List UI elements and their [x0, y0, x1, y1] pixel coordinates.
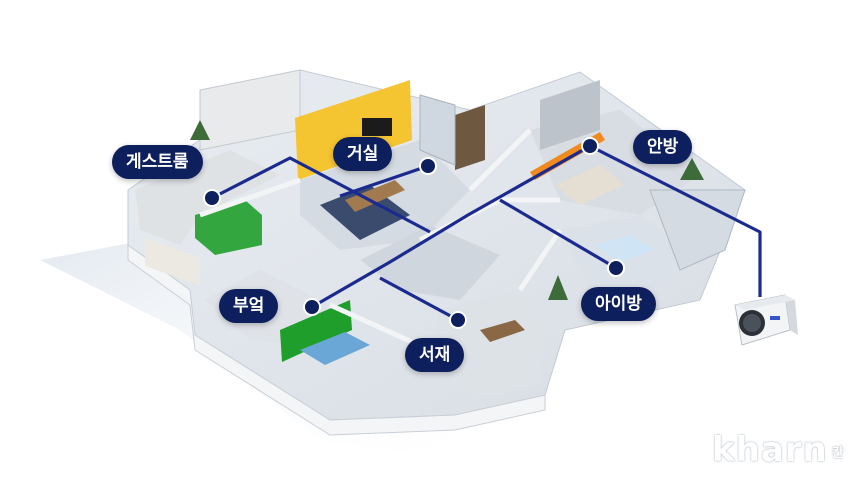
- dot-study: [449, 311, 467, 329]
- connection-points: [203, 137, 625, 329]
- guest-bed: [145, 237, 200, 286]
- label-living-room: 거실: [333, 137, 393, 171]
- label-master-bedroom: 안방: [633, 130, 693, 164]
- bookshelf: [455, 105, 485, 170]
- dot-kids-room: [607, 259, 625, 277]
- balcony-glass: [649, 189, 746, 271]
- master-bed: [555, 165, 625, 205]
- dot-kitchen: [303, 298, 321, 316]
- study-desk: [480, 320, 525, 342]
- logo-sub: 칸: [831, 446, 845, 461]
- line-master-bedroom: [589, 144, 762, 297]
- study-window: [419, 94, 456, 166]
- wardrobe: [540, 80, 600, 150]
- kitchen-island: [300, 332, 370, 365]
- kids-room-plant: [548, 275, 568, 300]
- dot-master-bedroom: [581, 137, 599, 155]
- dot-guest-room: [203, 189, 221, 207]
- guest-room-plant: [190, 120, 210, 140]
- dot-living-room: [419, 157, 437, 175]
- label-guest-room: 게스트룸: [112, 145, 203, 179]
- line-study: [379, 276, 459, 322]
- line-kitchen: [311, 144, 591, 309]
- logo-text: kharn: [712, 430, 828, 470]
- hallway: [360, 225, 500, 300]
- living-room-yellow-wall: [295, 80, 412, 180]
- outer-wall-front: [127, 244, 546, 436]
- kitchen-green-cabinet: [280, 300, 352, 362]
- line-kids-room: [499, 198, 617, 270]
- balcony-plant: [680, 158, 704, 180]
- refrigerant-lines: [211, 144, 762, 322]
- guest-bath-green-wall: [195, 200, 262, 255]
- label-kitchen: 부엌: [219, 289, 279, 323]
- label-study: 서재: [405, 338, 465, 372]
- kids-bed: [595, 235, 655, 262]
- tv-screen: [362, 118, 392, 136]
- air-conditioner-outdoor-unit-icon: [734, 294, 798, 346]
- line-living-room: [339, 164, 429, 198]
- dining-table: [345, 180, 405, 212]
- living-room-rug: [320, 185, 410, 240]
- label-kids-room: 아이방: [581, 287, 656, 321]
- line-guest-room: [211, 156, 431, 234]
